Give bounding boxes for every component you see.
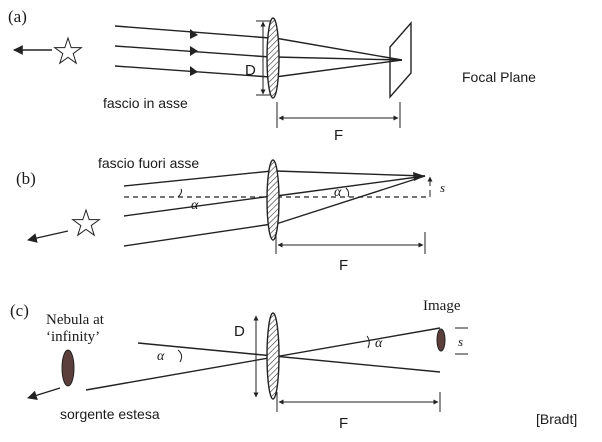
nebula-caption-line1: Nebula at <box>46 312 105 328</box>
offset-b-label: s <box>440 180 445 195</box>
focal-plane-caption: Focal Plane <box>462 69 536 85</box>
ray-b-2-incoming <box>123 195 273 217</box>
ray-c-1 <box>85 327 441 391</box>
beam-caption-off-axis: fascio fuori asse <box>98 155 199 171</box>
ray-b-3-converging <box>275 175 426 225</box>
panel-a: (a) D Focal Plane fascio in asse F <box>8 7 536 144</box>
diameter-a-label: D <box>245 62 256 79</box>
nebula-caption-line2: ‘infinity’ <box>46 329 100 345</box>
panel-c: (c) Nebula at ‘infinity’ D α α Image s s… <box>10 298 468 432</box>
lens-c <box>266 312 280 400</box>
ray-a-2-converging <box>274 56 403 61</box>
panel-a-label: (a) <box>8 7 27 26</box>
focal-a-label: F <box>334 127 343 144</box>
star-b-icon <box>71 208 101 237</box>
ray-a-3-converging <box>274 59 403 78</box>
nebula-icon <box>61 349 75 387</box>
image-blob <box>436 328 446 352</box>
angle-c-left-label: α <box>157 349 165 364</box>
focal-plane <box>389 21 412 99</box>
credit-label: [Bradt] <box>536 411 577 427</box>
ray-b-1-incoming <box>123 170 273 187</box>
ray-b-1-converging <box>275 170 426 177</box>
ray-b-2-converging <box>275 175 426 197</box>
ray-b-3-incoming <box>123 223 273 247</box>
angle-c-right-label: α <box>375 336 383 351</box>
ray-c-2 <box>137 342 441 373</box>
star-b-direction-arrow <box>27 230 69 243</box>
panel-b-label: (b) <box>16 169 36 188</box>
diameter-c-label: D <box>234 323 245 340</box>
size-c-label: s <box>458 334 463 349</box>
angle-arc-c-right <box>366 335 370 349</box>
panel-b: (b) fascio fuori asse α α s F <box>16 155 445 274</box>
angle-arc-b-right <box>345 187 350 198</box>
focal-c-label: F <box>339 415 348 432</box>
focus-b-arrowhead <box>413 172 425 181</box>
panel-c-label: (c) <box>10 301 29 320</box>
lens-a <box>266 17 280 99</box>
nebula-direction-arrow <box>27 387 61 401</box>
beam-caption-on-axis: fascio in asse <box>103 95 188 111</box>
image-caption: Image <box>423 298 461 314</box>
angle-arc-c-left <box>177 349 183 363</box>
ray-a-2-arrowhead <box>190 46 198 56</box>
angle-b-left-label: α <box>191 198 199 213</box>
star-icon <box>53 36 83 65</box>
lens-b <box>266 159 280 241</box>
ray-a-3-arrowhead <box>190 66 198 76</box>
angle-arc-b-left <box>177 188 183 198</box>
ray-a-1-converging <box>274 37 403 61</box>
focal-b-label: F <box>339 257 348 274</box>
angle-b-right-label: α <box>334 185 342 200</box>
source-caption: sorgente estesa <box>60 406 160 422</box>
ray-a-1-arrowhead <box>190 29 198 39</box>
